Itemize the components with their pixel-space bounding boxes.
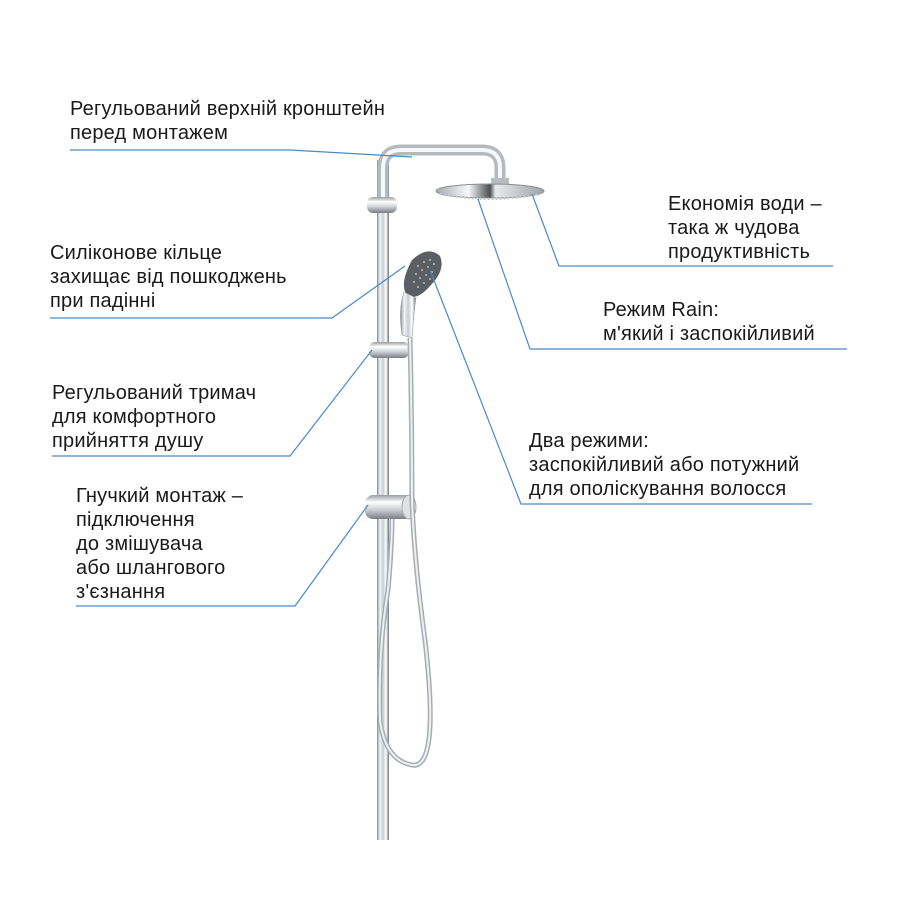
callout-line: Регульований верхній кронштейн	[70, 98, 386, 120]
callout-line: для комфортного	[52, 406, 217, 428]
callout-line: до змішувача	[76, 533, 203, 555]
callout-line: для ополіскування волосся	[529, 478, 787, 500]
callout-line: продуктивність	[668, 241, 811, 263]
callout-silicone-ring: Силіконове кільце захищає від пошкоджень…	[50, 241, 287, 313]
callout-line: Режим Rain:	[603, 299, 720, 321]
leader-lines	[50, 149, 847, 607]
callout-line: м'який і заспокійливий	[603, 323, 815, 345]
leader-top-bracket	[70, 149, 413, 158]
hand-shower	[400, 251, 442, 339]
callout-line: Силіконове кільце	[50, 242, 223, 264]
leader-rain-mode	[477, 198, 847, 350]
top-bracket-arm	[377, 144, 509, 200]
leader-water-saving	[531, 193, 833, 267]
overhead-shower-head	[435, 183, 545, 200]
callout-water-saving: Економія води – така ж чудова продуктивн…	[668, 192, 822, 264]
callout-line: Два режими:	[529, 430, 649, 452]
callout-line: Економія води –	[668, 193, 822, 215]
callout-top-bracket: Регульований верхній кронштейн перед мон…	[70, 97, 385, 145]
callout-line: підключення	[76, 509, 195, 531]
leader-silicone-ring	[50, 265, 406, 319]
callout-line: заспокійливий або потужний	[529, 454, 800, 476]
callout-line: прийняття душу	[52, 430, 204, 452]
middle-holder	[369, 342, 409, 358]
callout-line: при падінні	[50, 290, 156, 312]
callout-line: або шлангового	[76, 557, 226, 579]
leader-flexible-mount	[76, 504, 369, 607]
callout-rain-mode: Режим Rain: м'який і заспокійливий	[603, 298, 815, 346]
callout-flexible-mount: Гнучкий монтаж – підключення до змішувач…	[76, 484, 243, 604]
lower-connector	[365, 494, 417, 520]
leader-holder	[52, 349, 373, 457]
leader-two-modes	[429, 269, 812, 505]
hose	[377, 337, 433, 768]
callout-line: Регульований тримач	[52, 382, 257, 404]
callout-line: захищає від пошкоджень	[50, 266, 287, 288]
callout-line: з'єзнання	[76, 581, 166, 603]
callout-line: перед монтажем	[70, 122, 229, 144]
callout-line: Гнучкий монтаж –	[76, 485, 244, 507]
callout-two-modes: Два режими: заспокійливий або потужний д…	[529, 429, 799, 501]
upper-slider	[367, 197, 397, 213]
callout-line: така ж чудова	[668, 217, 800, 239]
callout-holder: Регульований тримач для комфортного прий…	[52, 381, 256, 453]
